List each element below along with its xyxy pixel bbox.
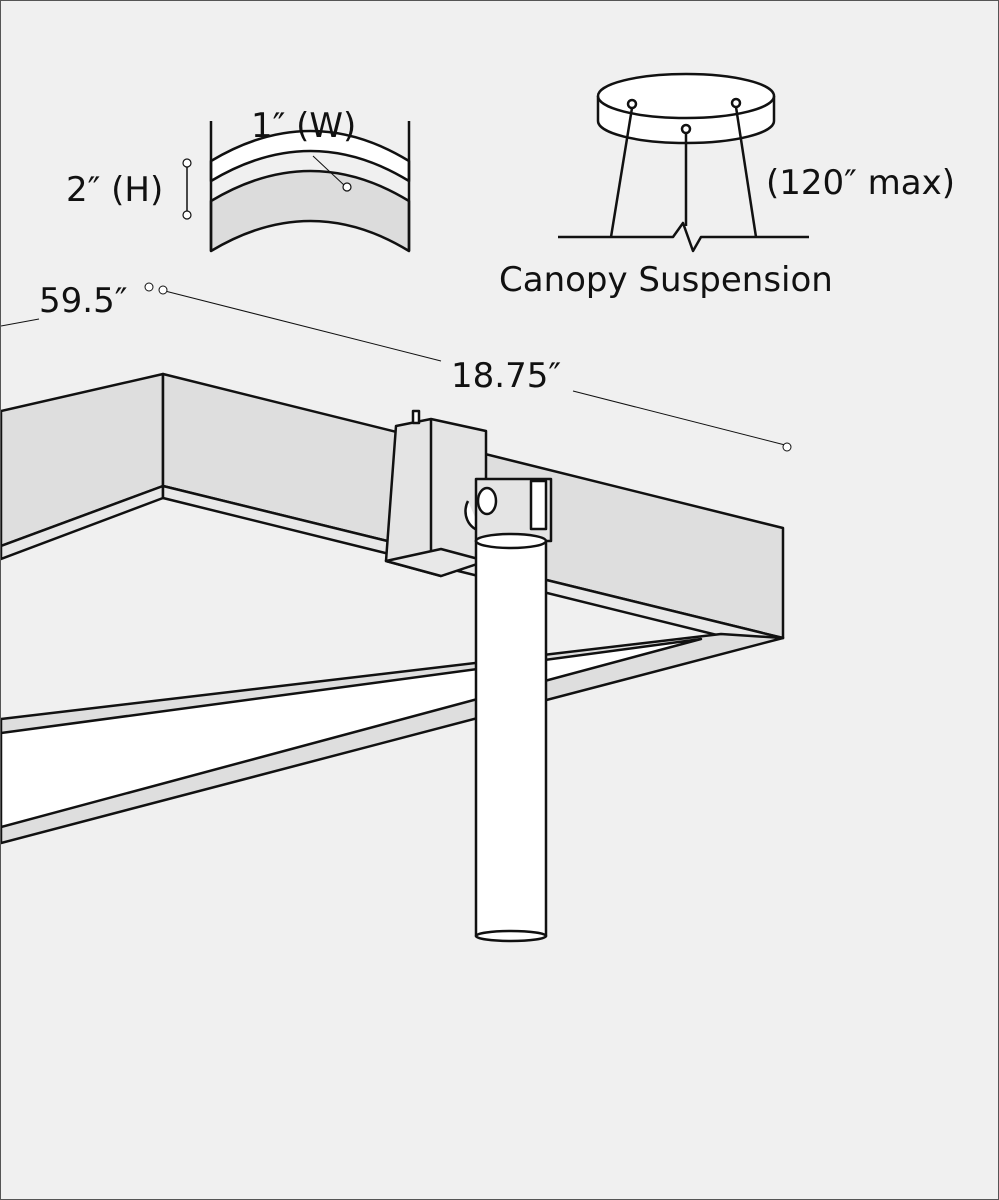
length-label: 59.5″ [39,281,128,321]
mount-type-label: Canopy Suspension [499,260,833,300]
max-length-label: (120″ max) [766,163,956,203]
profile-cross-section [182,121,411,253]
canopy-icon [558,72,809,253]
width-label: 1″ (W) [251,106,357,146]
height-label: 2″ (H) [66,170,164,210]
depth-label: 18.75″ [451,356,562,396]
linear-fixture [1,372,785,943]
dimension-leaders [1,282,792,452]
